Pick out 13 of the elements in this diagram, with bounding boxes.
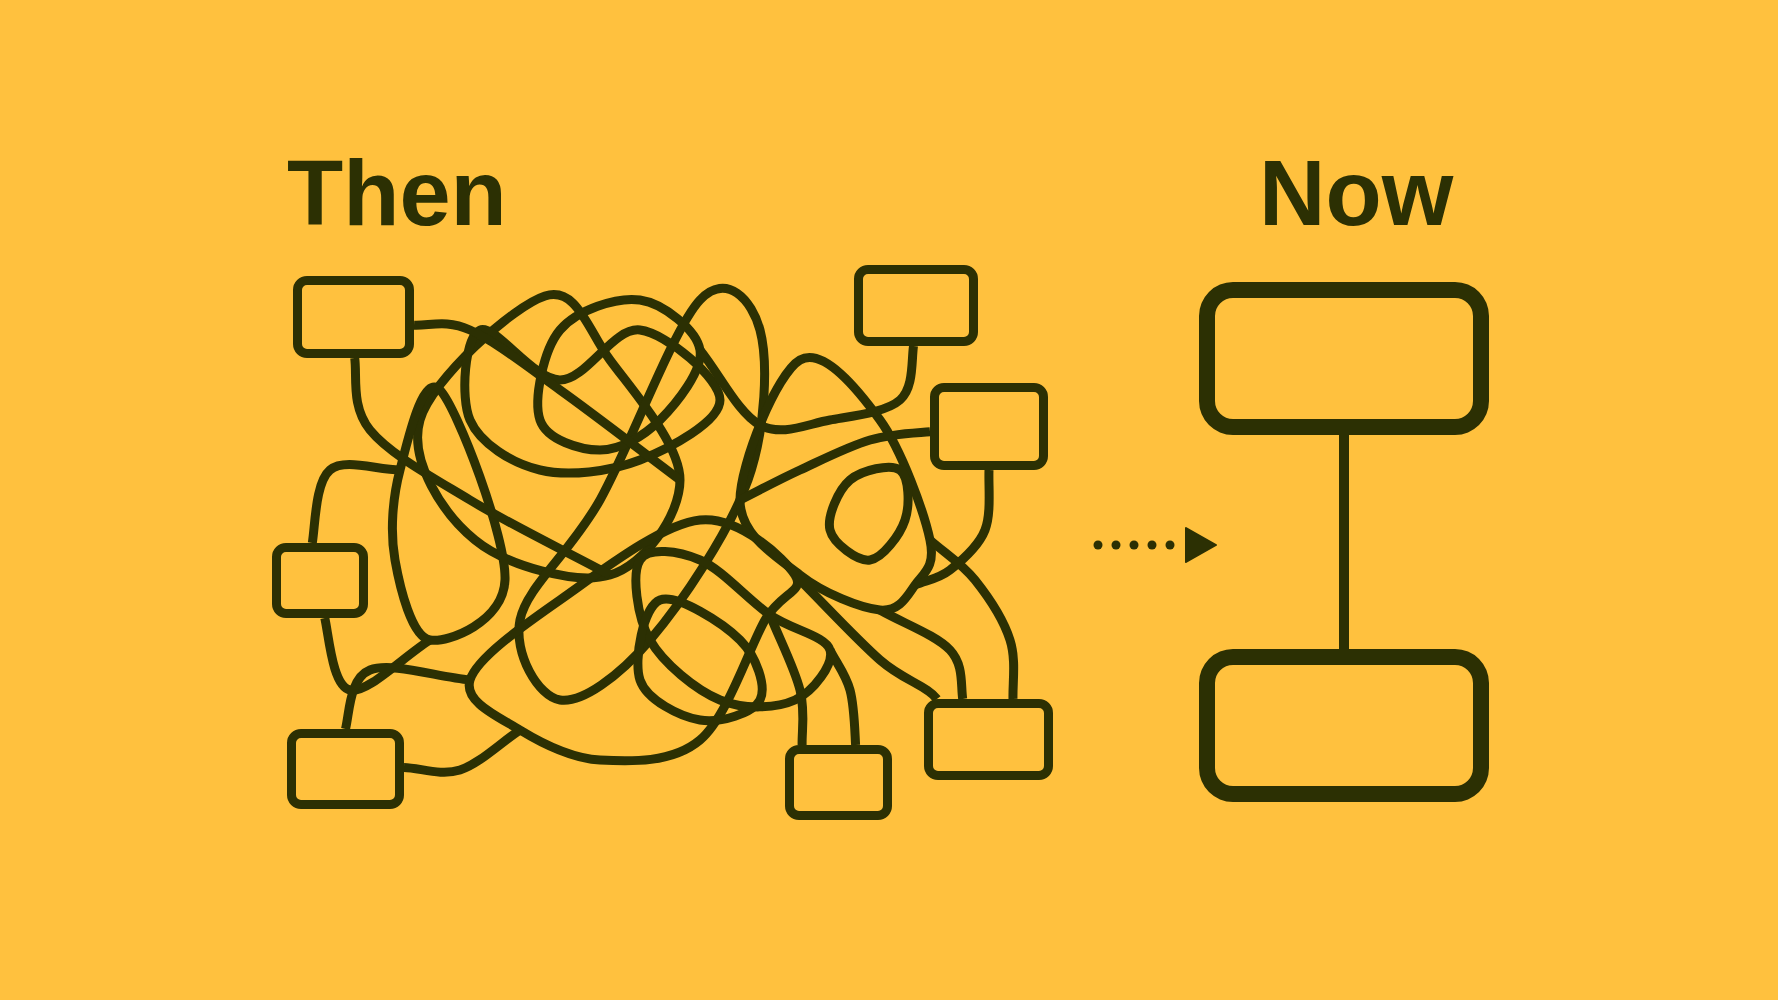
empty-box [272, 543, 368, 618]
empty-box [287, 729, 404, 809]
empty-box [785, 745, 892, 820]
heading: Now [1259, 147, 1454, 239]
connector-line [1339, 435, 1349, 649]
heading: Then [287, 147, 507, 239]
empty-box [293, 276, 414, 358]
connector-line [320, 617, 433, 695]
empty-box [924, 699, 1053, 780]
empty-box [854, 265, 978, 346]
empty-box [1199, 282, 1489, 435]
empty-box [930, 383, 1048, 470]
empty-box [1199, 649, 1489, 802]
